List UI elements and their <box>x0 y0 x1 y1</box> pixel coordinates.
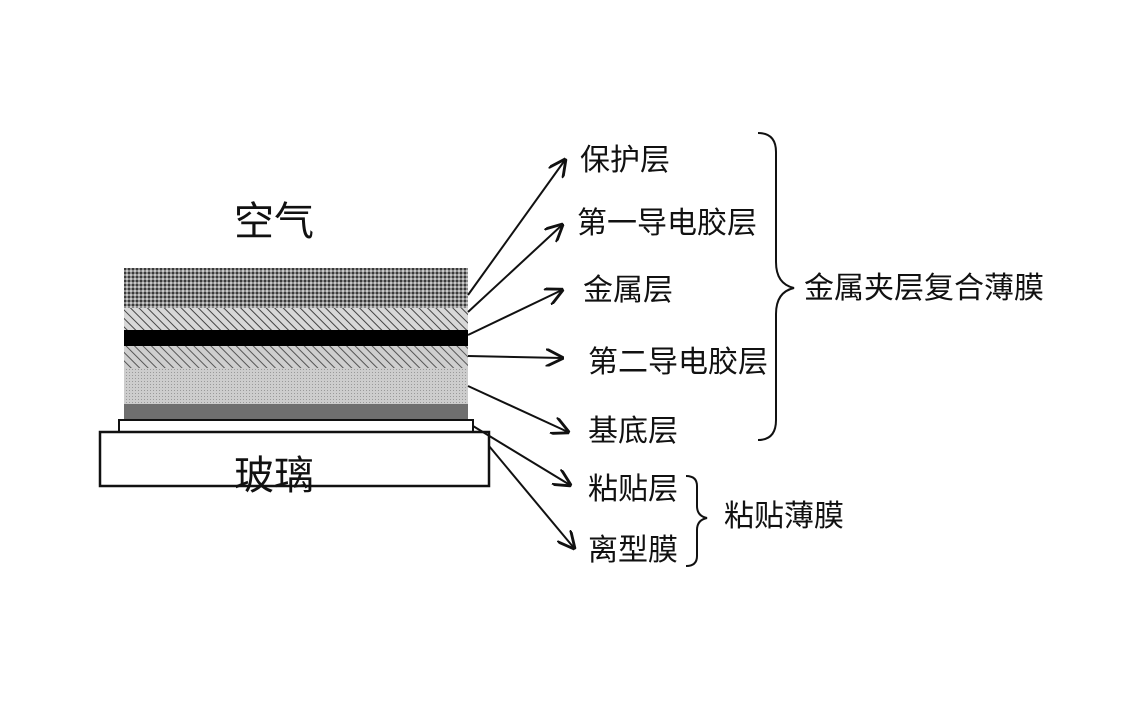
layer-label-metal: 金属层 <box>583 273 673 308</box>
layer-label-adhesive: 粘贴层 <box>588 472 678 507</box>
substrate-layer <box>124 368 468 404</box>
glass-label: 玻璃 <box>234 453 314 499</box>
layer-label-conductive-adhesive-1: 第一导电胶层 <box>577 206 757 241</box>
arrow-adhesive <box>472 425 570 485</box>
layer-label-substrate: 基底层 <box>588 414 678 449</box>
arrow-adhesive-2 <box>467 356 562 358</box>
layer-label-protective: 保护层 <box>580 143 670 178</box>
metal-layer <box>124 330 468 346</box>
arrow-adhesive-1 <box>467 225 562 313</box>
arrow-release-film <box>488 445 574 548</box>
glass-block <box>98 430 491 488</box>
adhesive-layer <box>118 419 474 433</box>
composite-film-brace <box>757 132 795 441</box>
conductive-adhesive-layer-1 <box>124 308 468 330</box>
arrow-metal <box>467 290 562 336</box>
arrow-protective <box>467 160 565 296</box>
group-label-composite-film: 金属夹层复合薄膜 <box>804 271 1044 306</box>
arrow-substrate <box>467 385 568 432</box>
group-label-adhesive-film: 粘贴薄膜 <box>724 499 844 534</box>
substrate-bottom-band <box>124 404 468 420</box>
protective-layer <box>124 268 468 308</box>
layer-label-conductive-adhesive-2: 第二导电胶层 <box>588 345 768 380</box>
pointer-arrows <box>467 160 574 548</box>
layer-label-release-film: 离型膜 <box>588 533 678 568</box>
conductive-adhesive-layer-2 <box>124 346 468 368</box>
air-label: 空气 <box>234 199 314 245</box>
adhesive-film-brace <box>685 475 708 567</box>
